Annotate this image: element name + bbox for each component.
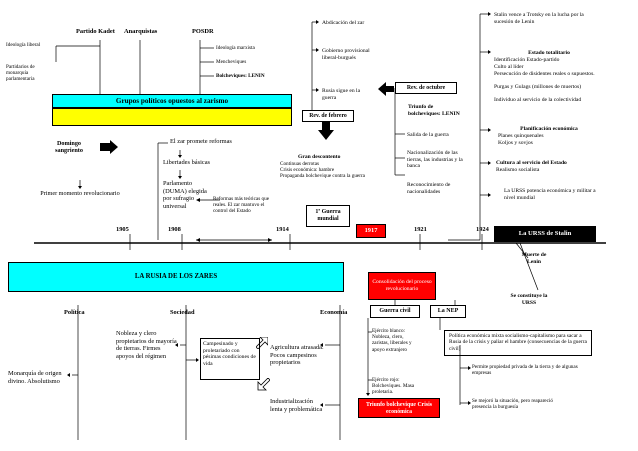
nep-permite: Permite propiedad privada de la tierra y… <box>472 364 578 377</box>
descontento-hambre: Crisis económica: hambre <box>280 167 335 173</box>
triunfo-bolchevique-box: Triunfo bolchevique Crisis económica <box>358 398 440 418</box>
muerte-lenin: Muerte de Lenin <box>521 252 547 265</box>
down-left-arrow-icon <box>256 377 271 397</box>
industrializacion: Industrialización lenta y problemática <box>270 398 323 413</box>
feb-gobierno: Gobierno provisional liberal-burgués <box>322 48 370 61</box>
posdr-item-marxista: Ideología marxista <box>216 45 255 51</box>
year-1921: 1921 <box>414 226 427 233</box>
estado-item-2: Culto al líder <box>494 64 524 70</box>
estado-totalitario: Estado totalitario <box>528 50 570 56</box>
ejercito-rojo: Ejército rojo: Bolcheviques. Masa prolet… <box>372 377 415 396</box>
year-1905: 1905 <box>116 226 129 233</box>
gran-descontento: Gran descontento <box>298 154 341 160</box>
yellow-band <box>52 108 292 126</box>
libertades-basicas: Libertades básicas <box>163 159 211 166</box>
kadet-item-monarquia: Partidarios de monarquía parlamentaria <box>6 64 35 83</box>
campesinado-box: Campesinado y proletariado con pésimas c… <box>200 338 260 380</box>
primera-guerra-mundial-box: 1ª Guerra mundial <box>306 205 350 227</box>
guerra-civil-box: Guerra civil <box>370 305 420 318</box>
stalin-vence: Stalin vence a Trotsky en la lucha por l… <box>494 12 584 25</box>
reformas-note: Reformas más teóricas que reales. El zar… <box>213 196 270 215</box>
year-1908: 1908 <box>168 226 181 233</box>
up-right-arrow-icon <box>255 336 269 354</box>
year-1914: 1914 <box>276 226 289 233</box>
zares-sociedad: Sociedad <box>170 309 195 316</box>
estado-item-5: Individuo al servicio de la colectividad <box>494 97 582 103</box>
agricultura: Agricultura atrasada. Pocos campesinos p… <box>270 344 324 367</box>
estado-item-4: Purgas y Gulags (millones de muertos) <box>494 84 582 90</box>
descontento-derrotas: Continuas derrotas <box>280 161 320 167</box>
parlamento-duma: Parlamento (DUMA) elegida por sufragio u… <box>163 180 207 210</box>
primer-momento: Primer momento revolucionario <box>40 190 120 197</box>
domingo-sangriento: Domingo sangriento <box>55 140 83 155</box>
realismo-socialista: Realismo socialista <box>496 167 540 173</box>
rev-febrero-box: Rev. de febrero <box>302 110 354 122</box>
feb-guerra: Rusia sigue en la guerra <box>322 88 361 101</box>
nep-mejora: Se mejoró la situación, pero reapareció … <box>472 398 553 411</box>
zares-politica: Política <box>64 309 85 316</box>
left-arrow-icon <box>378 82 394 101</box>
nobleza-clero: Nobleza y clero propietarios de mayoría … <box>116 330 177 360</box>
triunfo-bolcheviques: Triunfo de bolcheviques: LENIN <box>408 104 460 117</box>
cultura-estado: Cultura al servicio del Estado <box>496 160 567 166</box>
year-1917-box: 1917 <box>356 224 386 238</box>
banner-rusia-zares: LA RUSIA DE LOS ZARES <box>8 262 344 292</box>
feb-abdicacion: Abdicación del zar <box>322 20 365 26</box>
posdr-item-mencheviques: Mencheviques <box>216 59 247 65</box>
banner-grupos-politicos: Grupos políticos opuestos al zarismo <box>52 94 292 108</box>
group-kadet: Partido Kadet <box>76 28 115 35</box>
planif-item-1: Planes quinquenales <box>498 133 544 139</box>
oct-nacionalidades: Reconocimiento de nacionalidades <box>407 182 451 195</box>
oct-nacionalizacion: Nacionalización de las tierras, las indu… <box>407 150 463 170</box>
rev-octubre-box: Rev. de octubre <box>395 82 457 94</box>
consolidacion-box: Consolidación del proceso revolucionario <box>368 272 436 300</box>
urss-stalin-box: La URSS de Stalin <box>494 226 596 242</box>
estado-item-1: Identificación Estado-partido <box>494 57 560 63</box>
zar-promete: El zar promete reformas <box>170 138 232 145</box>
right-arrow-icon <box>100 140 118 159</box>
planif-item-2: Koljos y sovjos <box>498 140 533 146</box>
zares-economia: Economía <box>320 309 348 316</box>
se-constituye-urss: Se constituye la URSS <box>510 293 548 306</box>
group-posdr: POSDR <box>192 28 214 35</box>
monarquia-absolutismo: Monarquía de origen divino. Absolutismo <box>8 370 62 385</box>
kadet-item-liberal: Ideología liberal <box>6 42 41 48</box>
planificacion-economica: Planificación económica <box>520 126 578 132</box>
la-nep-box: La NEP <box>430 305 466 318</box>
descontento-propaganda: Propaganda bolchevique contra la guerra <box>280 173 365 179</box>
nep-politica-box: Política económica mixta socialismo-capi… <box>444 330 592 356</box>
urss-potencia: La URSS potencia económica y militar a n… <box>504 188 596 201</box>
down-arrow-icon <box>318 122 334 145</box>
oct-salida: Salida de la guerra <box>407 132 449 138</box>
posdr-item-bolcheviques: Bolcheviques: LENIN <box>216 73 265 79</box>
year-1924: 1924 <box>476 226 489 233</box>
ejercito-blanco: Ejército blanco: Nobleza, clero, zarista… <box>372 328 412 353</box>
estado-item-3: Persecución de disidentes reales o supue… <box>494 71 595 77</box>
group-anarquistas: Anarquistas <box>124 28 158 35</box>
